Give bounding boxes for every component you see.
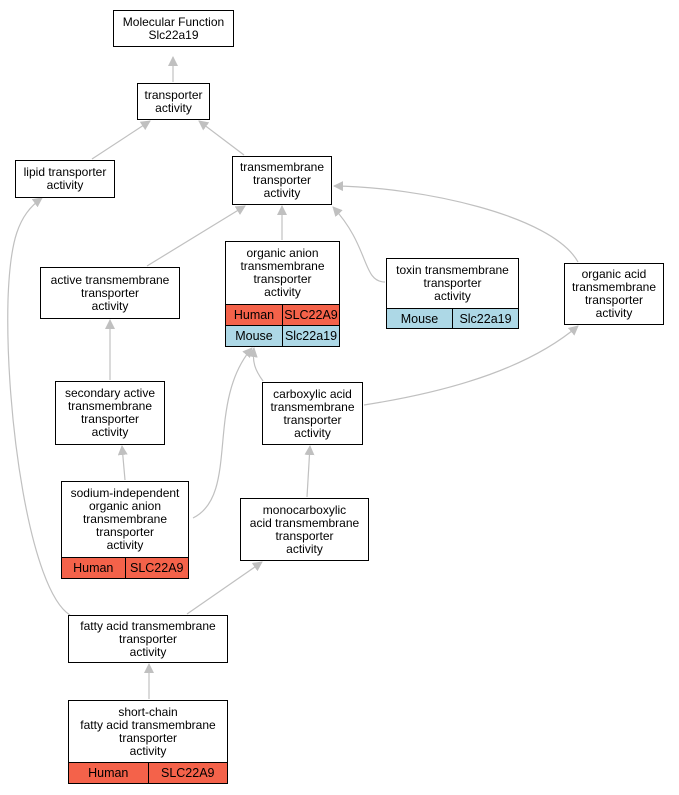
ortholog-row-human: Human SLC22A9 (226, 304, 339, 325)
species-label: Human (73, 561, 114, 575)
edge-carbox-oa (247, 347, 264, 382)
ortholog-row-human: Human SLC22A9 (62, 557, 188, 578)
node-label: secondary active transmembrane transport… (64, 386, 156, 439)
species-label: Human (233, 308, 275, 322)
edge-mono-carbox (304, 445, 315, 498)
node-fatty-acid-transmembrane-transporter-activity[interactable]: fatty acid transmembrane transporter act… (68, 615, 228, 663)
edge-oacid-tm (333, 181, 579, 263)
edge-sodium-oa (192, 347, 253, 519)
node-short-chain-fatty-acid-transmembrane-transporter-activity[interactable]: short-chain fatty acid transmembrane tra… (68, 700, 228, 784)
species-label: Mouse (235, 329, 273, 343)
species-label: Mouse (400, 311, 439, 326)
node-label: active transmembrane transporter activit… (50, 272, 170, 313)
node-organic-anion-transmembrane-transporter-activity[interactable]: organic anion transmembrane transporter … (225, 241, 340, 347)
node-toxin-transmembrane-transporter-activity[interactable]: toxin transmembrane transporter activity… (386, 258, 519, 329)
node-label: short-chain fatty acid transmembrane tra… (80, 704, 216, 758)
node-transmembrane-transporter-activity[interactable]: transmembrane transporter activity (232, 156, 332, 205)
species-label: Human (88, 766, 129, 780)
node-lipid-transporter-activity[interactable]: lipid transporter activity (15, 160, 115, 198)
node-label: organic anion transmembrane transporter … (240, 246, 325, 299)
ortholog-row-mouse: Mouse Slc22a19 (226, 325, 339, 346)
gene-symbol[interactable]: Slc22a19 (452, 309, 518, 328)
edge-active-tm (146, 205, 246, 267)
node-label: sodium-independent organic anion transme… (70, 486, 180, 552)
edge-carbox-oacid (363, 325, 579, 406)
node-monocarboxylic-acid-transmembrane-transporter-activity[interactable]: monocarboxylic acid transmembrane transp… (240, 498, 369, 561)
ortholog-row-human: Human SLC22A9 (69, 762, 227, 783)
edge-sodium-secondary (117, 445, 128, 481)
gene-symbol[interactable]: Slc22a19 (282, 326, 339, 346)
node-label: lipid transporter activity (23, 165, 107, 192)
edge-toxin-tm (332, 206, 386, 283)
ortholog-row-mouse: Mouse Slc22a19 (387, 308, 518, 328)
node-organic-acid-transmembrane-transporter-activity[interactable]: organic acid transmembrane transporter a… (564, 263, 664, 325)
node-label: transporter activity (144, 87, 203, 115)
edge-fatty-lipid (7, 197, 71, 616)
node-label: toxin transmembrane transporter activity (396, 263, 509, 303)
node-label: Molecular Function Slc22a19 (122, 14, 225, 42)
edge-lipid-transporter (91, 120, 151, 160)
node-label: organic acid transmembrane transporter a… (571, 267, 657, 320)
node-transporter-activity[interactable]: transporter activity (137, 83, 210, 120)
node-label: monocarboxylic acid transmembrane transp… (249, 502, 360, 556)
node-molecular-function[interactable]: Molecular Function Slc22a19 (113, 10, 234, 47)
gene-symbol[interactable]: SLC22A9 (147, 763, 228, 783)
edge-tm-transporter (198, 120, 245, 156)
node-label: transmembrane transporter activity (239, 160, 325, 200)
node-label: fatty acid transmembrane transporter act… (80, 618, 216, 659)
node-secondary-active-transmembrane-transporter-activity[interactable]: secondary active transmembrane transport… (55, 381, 165, 445)
node-active-transmembrane-transporter-activity[interactable]: active transmembrane transporter activit… (40, 267, 180, 319)
node-sodium-independent-organic-anion-transmembrane-transporter-activity[interactable]: sodium-independent organic anion transme… (61, 481, 189, 579)
node-label: carboxylic acid transmembrane transporte… (270, 386, 355, 440)
node-carboxylic-acid-transmembrane-transporter-activity[interactable]: carboxylic acid transmembrane transporte… (262, 382, 363, 445)
gene-symbol[interactable]: SLC22A9 (282, 305, 339, 325)
gene-symbol[interactable]: SLC22A9 (124, 558, 189, 578)
edge-fatty-mono (186, 561, 263, 615)
